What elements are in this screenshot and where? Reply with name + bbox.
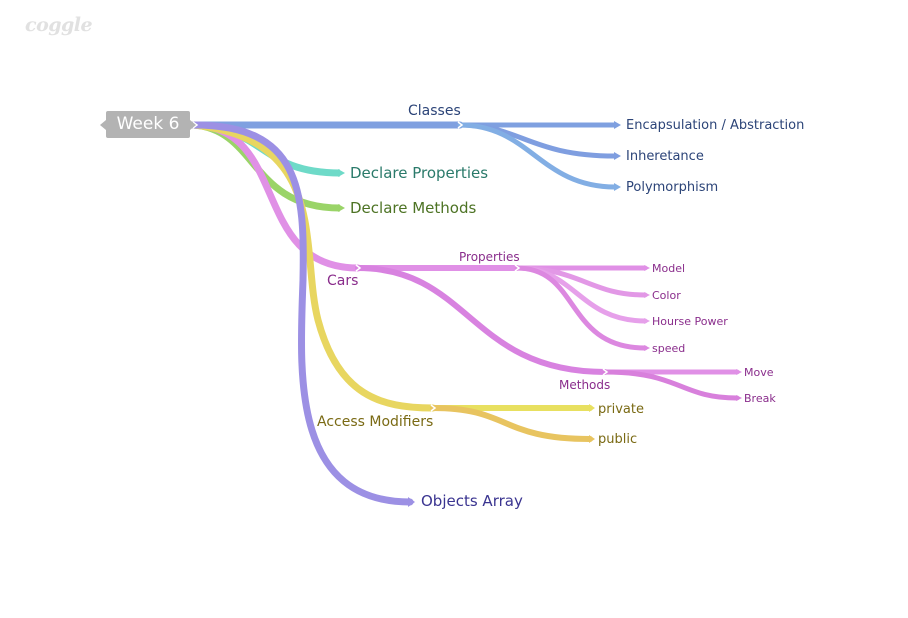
node-cars[interactable]: Cars xyxy=(327,273,359,289)
node-hourse-power[interactable]: Hourse Power xyxy=(652,315,728,328)
arrow-model xyxy=(644,265,650,271)
junction-properties xyxy=(514,264,521,272)
edge-cars-methods xyxy=(355,265,608,375)
node-access-modifiers[interactable]: Access Modifiers xyxy=(317,414,434,430)
arrow-private xyxy=(589,404,595,412)
arrow-declare-properties xyxy=(338,169,345,177)
node-declare-properties[interactable]: Declare Properties xyxy=(350,164,489,182)
node-private[interactable]: private xyxy=(598,402,644,417)
node-classes[interactable]: Classes xyxy=(408,103,461,119)
arrow-move xyxy=(736,369,742,375)
coggle-logo: coggle xyxy=(25,14,93,36)
node-encapsulation-abstraction[interactable]: Encapsulation / Abstraction xyxy=(626,118,805,133)
node-declare-methods[interactable]: Declare Methods xyxy=(350,199,477,217)
arrow-speed xyxy=(644,345,650,351)
edge-methods-break xyxy=(602,369,740,401)
node-color[interactable]: Color xyxy=(652,289,681,302)
arrow-hourse-power xyxy=(644,318,650,324)
arrow-objects-array xyxy=(408,497,415,507)
branch-access-modifiers xyxy=(190,121,593,442)
node-properties[interactable]: Properties xyxy=(459,250,520,264)
node-break[interactable]: Break xyxy=(744,392,776,405)
node-inheretance[interactable]: Inheretance xyxy=(626,149,704,164)
arrow-break xyxy=(736,395,742,401)
junction-classes xyxy=(457,121,464,129)
node-public[interactable]: public xyxy=(598,432,638,447)
arrow-declare-methods xyxy=(338,204,345,212)
node-model[interactable]: Model xyxy=(652,262,686,275)
root-node-week-6[interactable]: Week 6 xyxy=(100,111,196,138)
arrow-polymorphism xyxy=(614,183,621,191)
junction-access xyxy=(430,404,437,412)
arrowheads xyxy=(338,121,742,507)
node-methods[interactable]: Methods xyxy=(559,378,611,392)
edge-classes-polymorphism xyxy=(457,122,618,190)
node-speed[interactable]: speed xyxy=(652,342,686,355)
node-polymorphism[interactable]: Polymorphism xyxy=(626,180,719,195)
arrow-encapsulation xyxy=(614,121,621,129)
edge-root-access-modifiers xyxy=(190,121,437,412)
node-move[interactable]: Move xyxy=(744,366,774,379)
arrow-public xyxy=(589,435,595,443)
arrow-inheretance xyxy=(614,152,621,160)
junction-methods xyxy=(602,368,609,376)
branch-classes xyxy=(190,121,618,190)
edge-access-public xyxy=(430,405,593,442)
node-objects-array[interactable]: Objects Array xyxy=(421,492,523,510)
edge-root-objects-array xyxy=(190,121,414,506)
edge-properties-speed xyxy=(514,265,648,351)
junction-cars xyxy=(355,264,362,272)
arrow-color xyxy=(644,292,650,298)
